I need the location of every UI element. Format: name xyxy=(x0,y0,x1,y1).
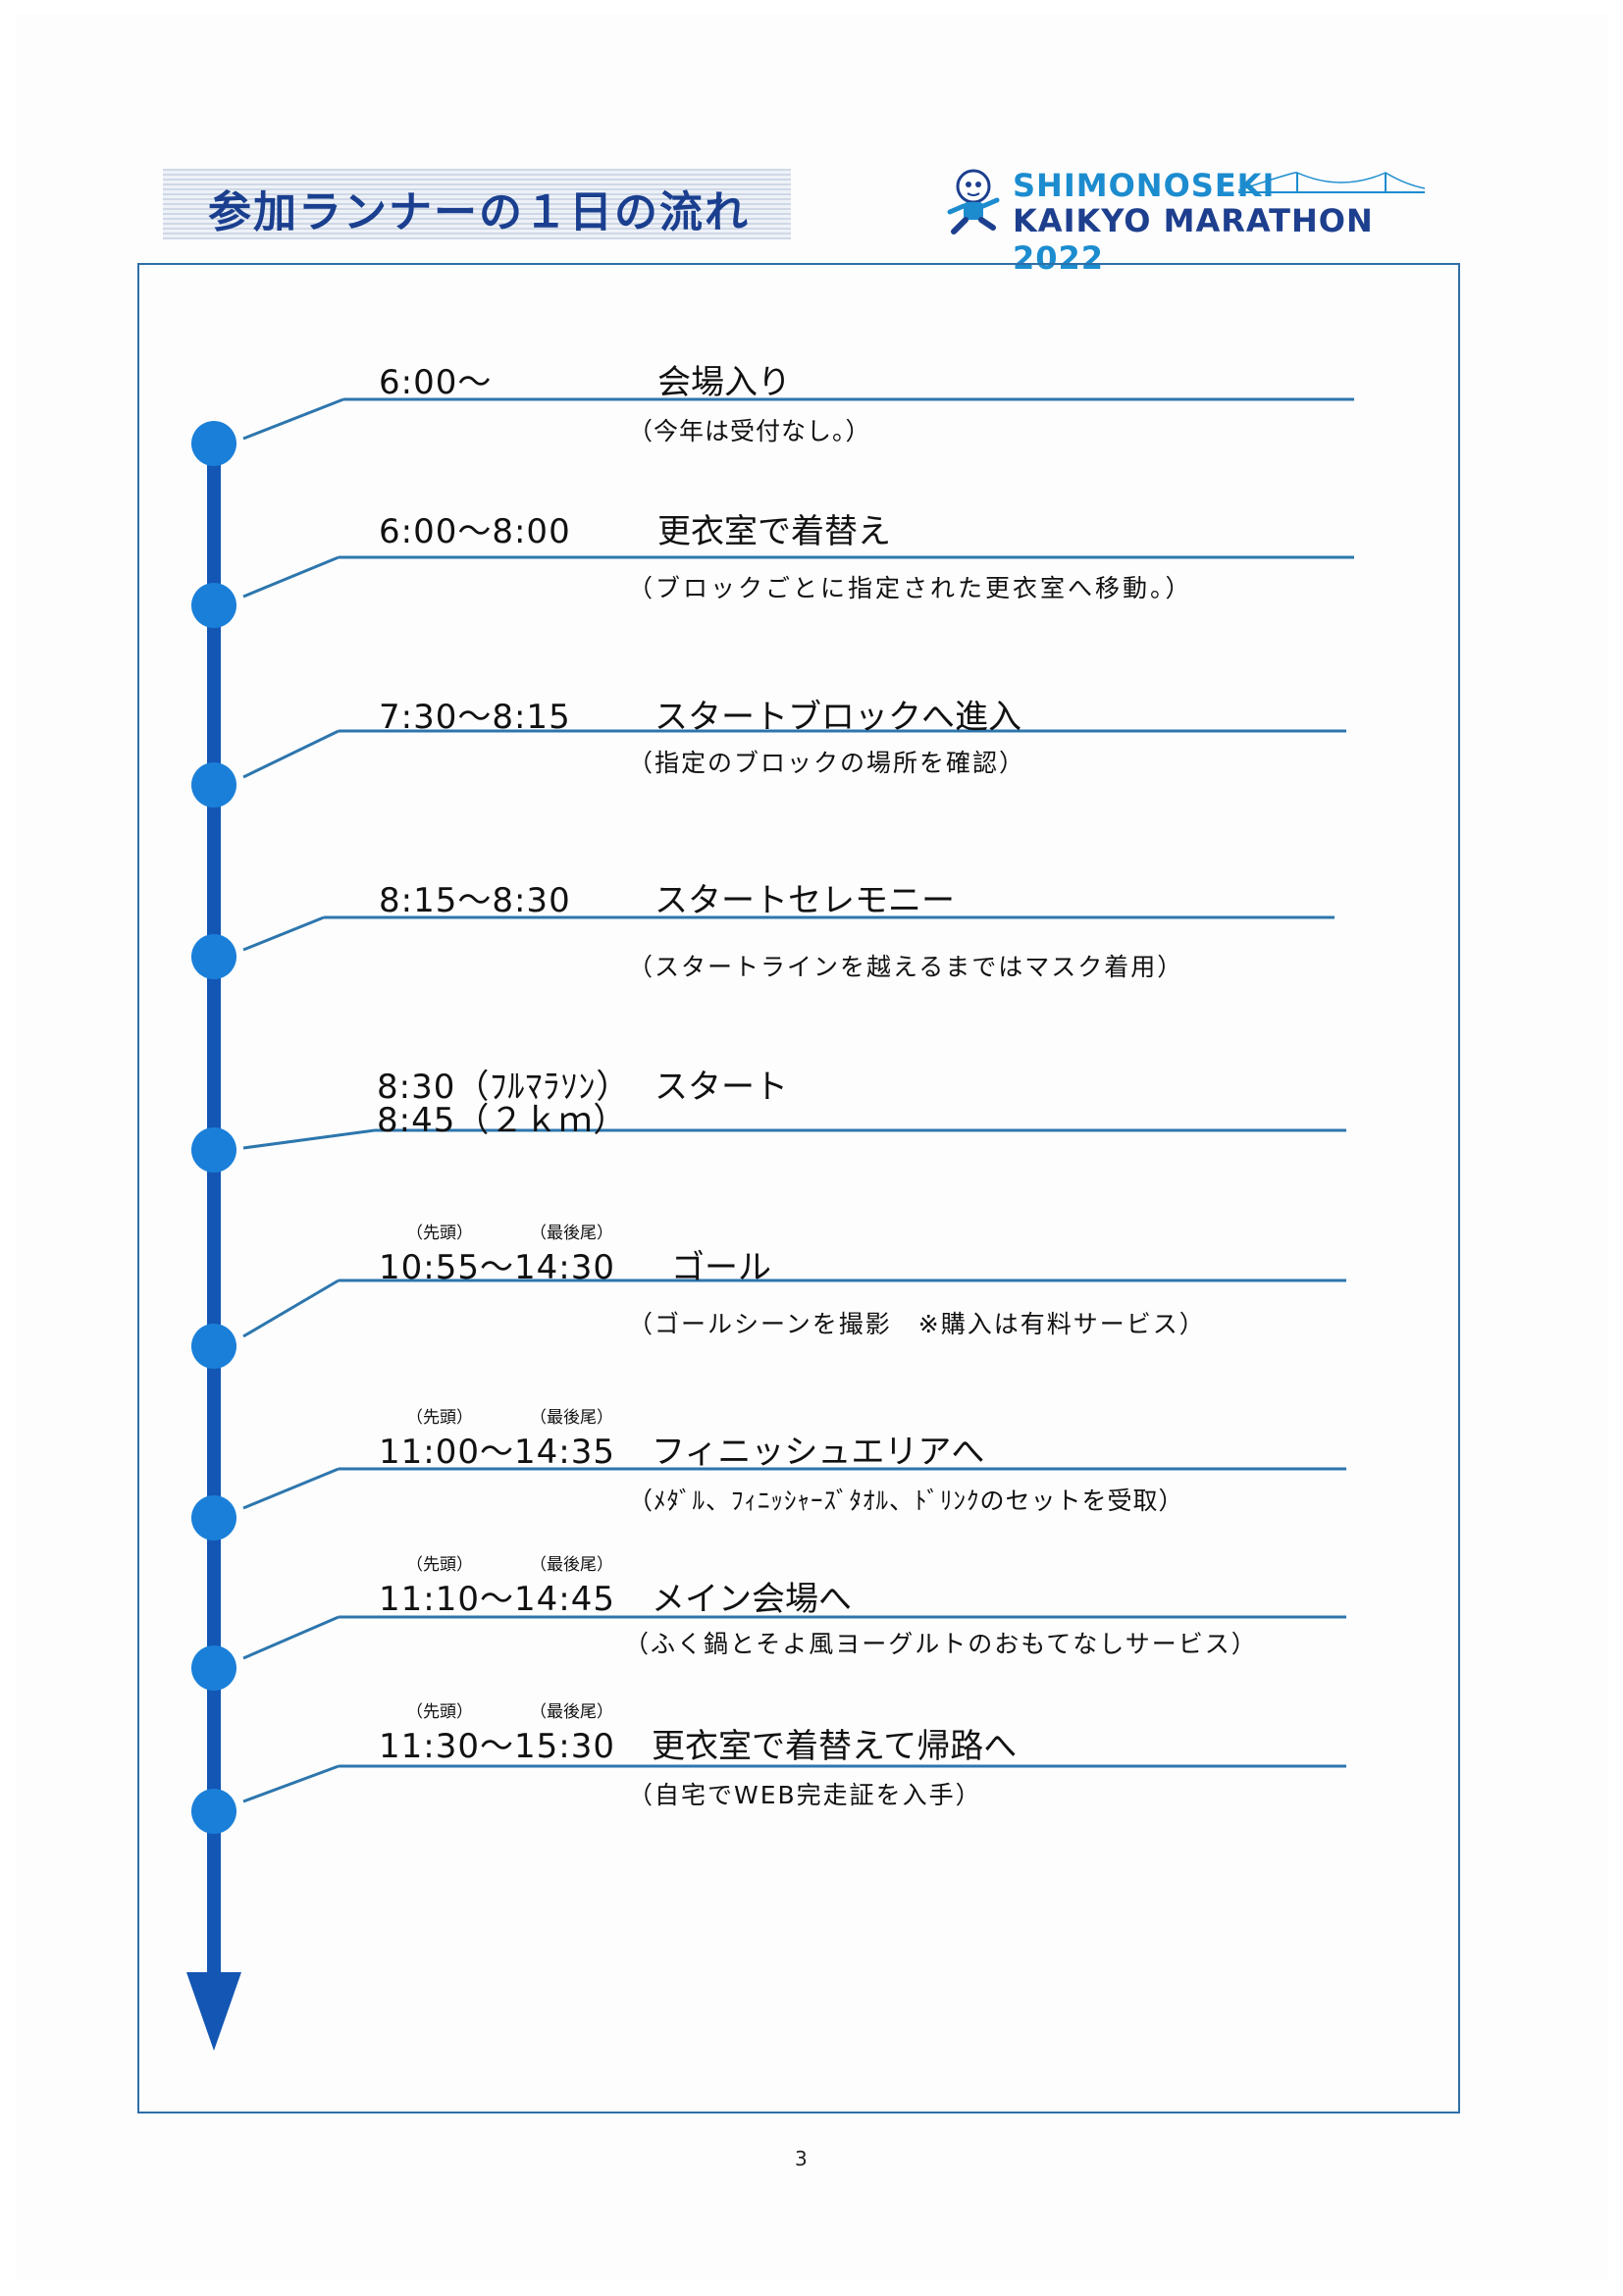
event-time: 8:15～8:30 xyxy=(379,881,571,920)
event-connector-9 xyxy=(191,1764,1346,1834)
event-title: メイン会場へ xyxy=(652,1580,852,1619)
event-connector-6 xyxy=(191,1278,1346,1369)
event-connector-2 xyxy=(191,555,1354,628)
event-time: 7:30～8:15 xyxy=(379,698,571,737)
event-time: 11:10～14:45 xyxy=(379,1580,615,1619)
event-title: 更衣室で着替えて帰路へ xyxy=(652,1727,1018,1766)
event-time: 6:00～8:00 xyxy=(379,512,571,551)
logo-line-kaikyo-marathon: KAIKYO MARATHON 2022 xyxy=(1013,202,1435,277)
event-note: （スタートラインを越えるまではマスク着用） xyxy=(628,953,1184,981)
event-title: スタートセレモニー xyxy=(654,881,955,920)
event-note: （ゴールシーンを撮影 ※購入は有料サービス） xyxy=(628,1310,1206,1338)
timeline-dot xyxy=(191,1127,236,1173)
page-title-banner: 参加ランナーの１日の流れ xyxy=(163,169,791,239)
event-title: スタートブロックへ進入 xyxy=(654,698,1021,737)
event-time: 6:00～ xyxy=(379,363,493,402)
event-connector-4 xyxy=(191,915,1335,979)
event-connector-7 xyxy=(191,1467,1346,1540)
event-title: 会場入り xyxy=(657,363,791,402)
mascot-icon xyxy=(947,169,1000,235)
event-note: （ﾒﾀﾞﾙ、ﾌｨﾆｯｼｬｰｽﾞﾀｵﾙ、ﾄﾞﾘﾝｸのセットを受取） xyxy=(628,1487,1184,1515)
event-title: スタート xyxy=(654,1068,788,1107)
event-lead-label: （先頭） xyxy=(406,1702,473,1722)
marathon-logo: SHIMONOSEKI KAIKYO MARATHON 2022 xyxy=(944,163,1435,277)
timeline-dot xyxy=(191,1324,236,1369)
event-title: 更衣室で着替え xyxy=(657,512,891,551)
logo-line-shimonoseki: SHIMONOSEKI xyxy=(1013,167,1276,204)
page-number: 3 xyxy=(795,2147,808,2170)
timeline-dot xyxy=(191,1495,236,1540)
event-time: 11:00～14:35 xyxy=(379,1433,615,1472)
event-last-label: （最後尾） xyxy=(530,1702,613,1722)
timeline-dot xyxy=(191,1645,236,1691)
timeline-dot xyxy=(191,583,236,628)
event-connector-1 xyxy=(191,397,1354,466)
event-connector-5 xyxy=(191,1127,1346,1173)
event-time: 8:30（ﾌﾙﾏﾗｿﾝ） xyxy=(377,1068,631,1107)
timeline-dot xyxy=(191,762,236,808)
bridge-icon xyxy=(1238,172,1425,193)
event-last-label: （最後尾） xyxy=(530,1555,613,1575)
logo-line2-text: KAIKYO MARATHON xyxy=(1013,202,1374,239)
event-connector-3 xyxy=(191,729,1346,808)
event-connector-8 xyxy=(191,1615,1346,1691)
event-lead-label: （先頭） xyxy=(406,1408,473,1428)
event-note: （ふく鍋とそよ風ヨーグルトのおもてなしサービス） xyxy=(624,1630,1258,1658)
event-note: （ブロックごとに指定された更衣室へ移動。） xyxy=(628,574,1193,602)
timeline-dot xyxy=(191,934,236,979)
event-title: フィニッシュエリアへ xyxy=(652,1433,985,1472)
timeline-dot xyxy=(191,1789,236,1834)
logo-year: 2022 xyxy=(1013,239,1105,277)
event-last-label: （最後尾） xyxy=(530,1224,613,1243)
event-note: （指定のブロックの場所を確認） xyxy=(628,749,1026,777)
event-note: （今年は受付なし。） xyxy=(628,417,871,445)
page-background xyxy=(16,14,1607,2280)
event-title: ゴール xyxy=(671,1248,771,1287)
event-lead-label: （先頭） xyxy=(406,1555,473,1575)
event-time: 10:55～14:30 xyxy=(379,1248,615,1287)
event-time-2km: 8:45（２ｋｍ） xyxy=(377,1101,628,1140)
timeline-dot xyxy=(191,421,236,466)
page-title: 参加ランナーの１日の流れ xyxy=(208,187,750,237)
timeline-arrowhead xyxy=(186,1972,241,2051)
event-time: 11:30～15:30 xyxy=(379,1727,615,1766)
timeline-frame xyxy=(137,263,1460,2113)
event-lead-label: （先頭） xyxy=(406,1224,473,1243)
event-last-label: （最後尾） xyxy=(530,1408,613,1428)
event-note: （自宅でWEB完走証を入手） xyxy=(628,1781,982,1809)
